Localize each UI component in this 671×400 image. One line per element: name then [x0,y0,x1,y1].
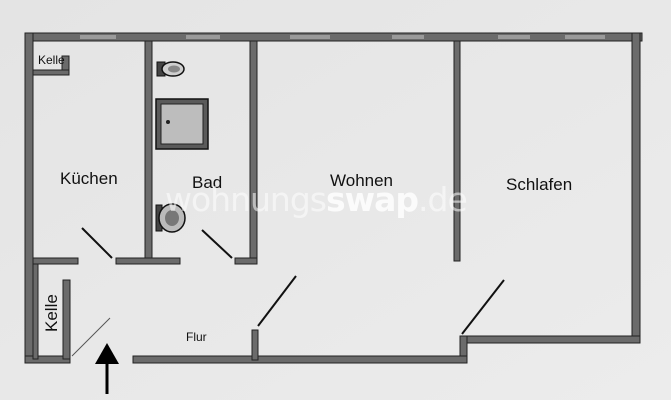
room-label-keller-side: Kelle [42,294,61,332]
room-label-wohnen: Wohnen [330,171,393,190]
doors [71,227,505,357]
room-label-bad: Bad [192,173,222,192]
sink-icon [155,203,186,233]
room-label-keller-top: Kelle [38,53,65,67]
interior-walls [32,40,461,361]
walls [24,32,643,364]
watermark: wohnungsswap.de [165,180,467,219]
room-label-flur: Flur [186,330,207,344]
room-label-kuechen: Küchen [60,169,118,188]
arrow-up-icon [95,343,119,394]
shower-icon [155,98,209,150]
room-label-schlafen: Schlafen [506,175,572,194]
toilet-icon [156,61,185,77]
